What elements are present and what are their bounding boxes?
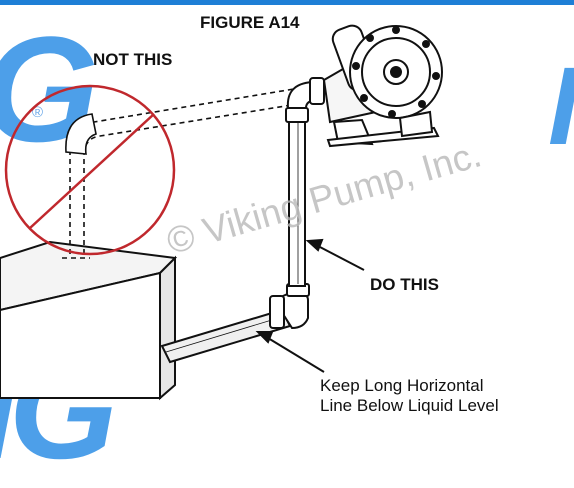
prohibition-icon — [4, 84, 176, 256]
figure-title: FIGURE A14 — [200, 13, 300, 32]
note-line-1: Keep Long Horizontal — [320, 376, 484, 395]
liquid-tank — [0, 240, 178, 401]
upper-elbow — [286, 77, 325, 109]
piping-diagram — [0, 24, 443, 401]
registered-mark: ® — [32, 104, 44, 121]
wrong-elbow — [65, 113, 97, 155]
pump — [322, 24, 443, 148]
top-accent-bar — [0, 0, 574, 5]
do-this-label: DO THIS — [370, 275, 439, 294]
lower-elbow — [269, 283, 310, 330]
note-line-2: Line Below Liquid Level — [320, 396, 499, 415]
do-this-arrow — [305, 238, 365, 271]
not-this-label: NOT THIS — [93, 50, 173, 69]
horizontal-line-note: Keep Long Horizontal Line Below Liquid L… — [320, 376, 574, 416]
note-arrow — [255, 331, 325, 373]
